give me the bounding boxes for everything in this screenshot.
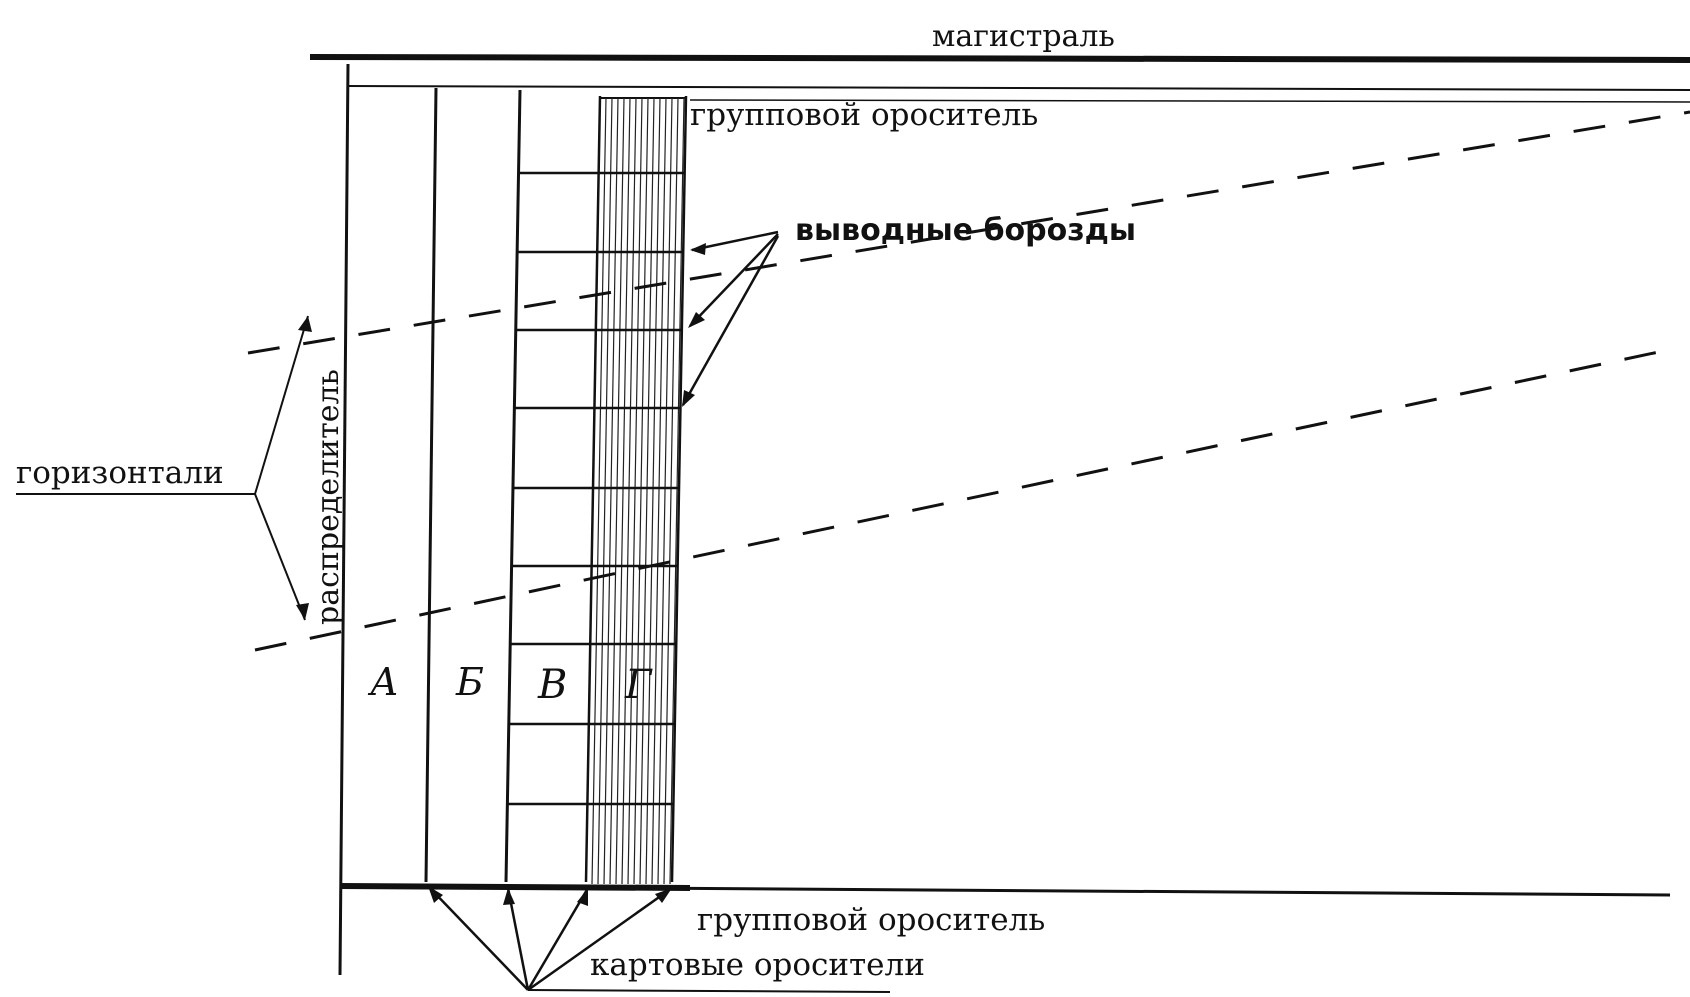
outlet-arrow-1	[691, 230, 779, 252]
furrow-hatch-line	[603, 97, 619, 885]
outlet-arrow-3	[681, 235, 780, 406]
furrow-hatch-line	[669, 97, 685, 885]
main-canal-label: магистраль	[932, 19, 1115, 54]
field-arrow-4	[527, 886, 673, 992]
furrow-hatch-line	[621, 97, 637, 885]
furrow-hatch-line	[597, 97, 613, 885]
furrow-hatch-line	[663, 97, 679, 885]
field-sprinklers-label: картовые оросители	[590, 947, 925, 983]
furrow-hatch-line	[615, 97, 631, 885]
field-sprinklers-underline	[527, 989, 891, 993]
section-label-b: Б	[455, 660, 484, 704]
top-group-sprinkler-line-lower	[689, 99, 1690, 103]
bottom-group-sprinkler-line-thick	[339, 883, 691, 891]
strip-boundary-ab	[424, 87, 438, 883]
contour-lines-label: горизонтали	[16, 455, 224, 491]
field-arrowhead-2	[503, 888, 515, 905]
outlet-arrowhead-3	[682, 390, 695, 407]
contour-pointer-up	[254, 315, 309, 495]
distributor-line	[338, 63, 350, 976]
outlet-furrow-rungs	[507, 171, 685, 806]
outlet-arrow-2	[689, 233, 779, 327]
outlet-arrowhead-1	[690, 243, 706, 255]
top-group-sprinkler-label: групповой ороситель	[690, 97, 1038, 133]
field-arrow-1	[427, 885, 529, 991]
furrow-hatch-line	[591, 97, 607, 885]
bottom-group-sprinkler-label: групповой ороситель	[697, 902, 1045, 938]
contour-arrowhead-upper	[298, 316, 312, 332]
furrow-hatch-line	[651, 97, 667, 885]
outlet-furrows-label: выводные борозды	[795, 213, 1136, 248]
top-group-sprinkler-line	[347, 85, 1690, 91]
field-arrow-3	[526, 887, 590, 991]
furrow-hatch-line	[645, 97, 661, 885]
section-label-g: Г	[624, 662, 653, 708]
field-arrowhead-4	[655, 888, 672, 903]
furrow-hatch-line	[639, 97, 655, 885]
field-arrowhead-1	[428, 886, 443, 903]
strip-g-furrow-hatching	[591, 97, 685, 885]
contour-line-lower	[254, 348, 1669, 652]
furrow-hatch-line	[627, 97, 643, 885]
contour-pointer-down	[254, 493, 306, 621]
furrow-hatch-line	[633, 97, 649, 885]
section-label-v: В	[537, 662, 567, 708]
contour-arrowhead-lower	[296, 603, 309, 620]
contour-line-upper	[247, 110, 1690, 355]
outlet-arrowhead-2	[688, 312, 705, 328]
field-arrow-2	[506, 887, 530, 991]
section-label-a: А	[367, 660, 399, 704]
furrow-hatch-line	[609, 97, 625, 885]
strip-boundary-bv	[504, 89, 522, 883]
distributor-label: распределитель	[311, 369, 346, 625]
field-arrowhead-3	[577, 888, 588, 906]
main-canal-line	[309, 54, 1690, 63]
furrow-hatch-line	[657, 97, 673, 885]
